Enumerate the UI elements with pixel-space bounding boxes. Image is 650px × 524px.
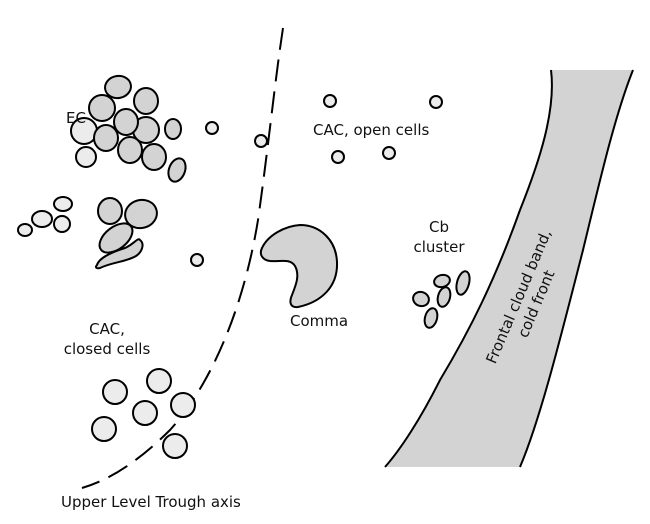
ec-cell xyxy=(133,87,159,115)
ec-cell xyxy=(98,222,134,254)
cac-open-label: CAC, open cells xyxy=(313,121,429,139)
ec-cell xyxy=(88,94,116,122)
ec-cell xyxy=(167,157,187,183)
open-cell xyxy=(429,95,443,109)
ec-cell xyxy=(53,215,71,233)
closed-cell xyxy=(170,392,196,418)
cb-label-line2: cluster xyxy=(413,238,465,256)
small-cell xyxy=(254,134,268,148)
closed-cell xyxy=(102,379,128,405)
open-cell xyxy=(382,146,396,160)
ec-cell xyxy=(97,197,123,225)
ec-cell xyxy=(113,108,139,136)
ec-cell xyxy=(124,198,158,230)
cac-closed-cells xyxy=(91,368,196,459)
ec-cell xyxy=(104,74,132,100)
open-cell xyxy=(331,150,345,164)
ec-cell xyxy=(141,143,167,171)
small-cell xyxy=(190,253,204,267)
cb-cluster xyxy=(412,270,471,329)
closed-cell xyxy=(146,368,172,394)
cac-closed-label-line2: closed cells xyxy=(64,340,151,358)
cb-label-line1: Cb xyxy=(429,218,449,236)
closed-cell xyxy=(162,433,188,459)
cac-open-cells xyxy=(323,94,443,164)
cb-cell xyxy=(423,307,439,329)
cb-cell xyxy=(436,286,452,308)
ec-cell xyxy=(75,146,97,168)
ec-cluster xyxy=(17,74,187,270)
closed-cell xyxy=(132,400,158,426)
ec-cell xyxy=(95,238,144,270)
trough-axis-line xyxy=(81,27,284,489)
ec-label: EC xyxy=(66,109,86,127)
small-cell xyxy=(205,121,219,135)
ec-cell xyxy=(53,196,73,212)
ec-cell xyxy=(117,136,143,164)
frontal-cloud-band xyxy=(384,69,634,468)
ec-cell xyxy=(164,118,182,140)
cb-cell xyxy=(455,270,471,296)
trough-axis-label: Upper Level Trough axis xyxy=(61,493,241,511)
ec-cell xyxy=(93,124,119,152)
frontal-band-right-edge xyxy=(519,69,634,468)
cac-closed-label-line1: CAC, xyxy=(89,320,125,338)
cb-cell xyxy=(433,273,451,289)
cb-cell xyxy=(412,290,430,308)
ec-cell xyxy=(17,223,33,237)
closed-cell xyxy=(91,416,117,442)
comma-label: Comma xyxy=(290,312,348,330)
ec-cell xyxy=(31,210,53,228)
open-cell xyxy=(323,94,337,108)
comma-cloud xyxy=(259,223,339,309)
frontal-band-left-edge xyxy=(384,69,553,468)
